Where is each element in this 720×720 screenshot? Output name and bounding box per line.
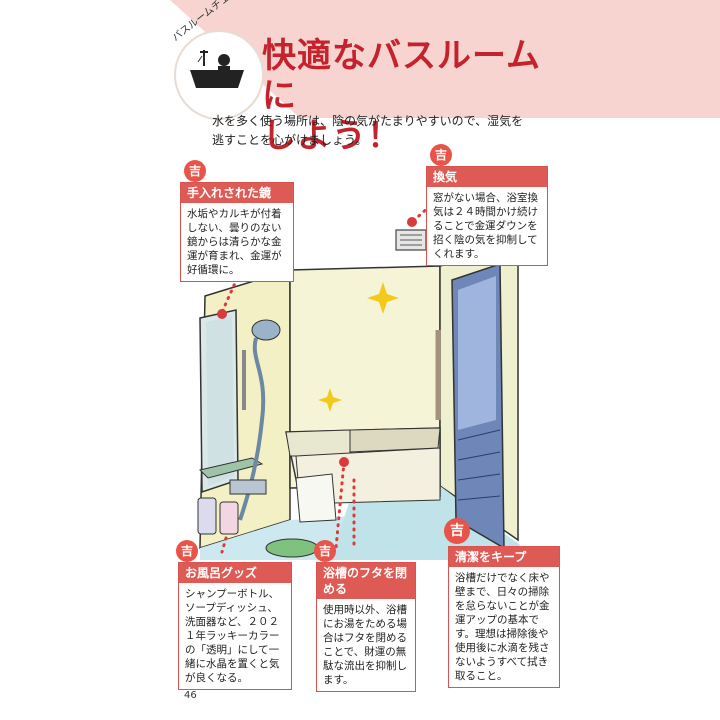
kichi-badge: 吉	[430, 144, 452, 166]
kichi-badge: 吉	[176, 540, 198, 562]
callout-body: シャンプーボトル、ソープディッシュ、洗面器など、２０２１年ラッキーカラーの「透明…	[185, 588, 280, 684]
callout-title: 手入れされた鏡	[181, 183, 293, 203]
bathtub-icon	[190, 50, 244, 88]
callout-ventilation: 換気 窓がない場合、浴室換気は２４時間かけ続けることで金運ダウンを招く陰の気を抑…	[426, 166, 548, 266]
callout-body: 窓がない場合、浴室換気は２４時間かけ続けることで金運ダウンを招く陰の気を抑制して…	[433, 192, 538, 260]
title-line-2: しよう！	[262, 116, 402, 156]
callout-keep-clean: 清潔をキープ 浴槽だけでなく床や壁まで、日々の掃除を怠らないことが金運アップの基…	[448, 546, 560, 688]
kichi-badge: 吉	[184, 160, 206, 182]
kichi-badge: 吉	[314, 540, 336, 562]
callout-title: 換気	[427, 167, 547, 187]
callout-title: 浴槽のフタを閉める	[317, 563, 415, 599]
callout-body: 使用時以外、浴槽にお湯をためる場合はフタを閉めることで、財運の無駄な流出を抑制し…	[323, 604, 407, 686]
title-line-1: 快適なバスルームに	[262, 36, 541, 116]
callout-mirror: 手入れされた鏡 水垢やカルキが付着しない、曇りのない鏡からは清らかな金運が育まれ…	[180, 182, 294, 282]
callout-bath-goods: お風呂グッズ シャンプーボトル、ソープディッシュ、洗面器など、２０２１年ラッキー…	[178, 562, 292, 690]
callout-title: 清潔をキープ	[449, 547, 559, 567]
page-title: 快適なバスルームに しよう！	[262, 36, 562, 156]
kichi-badge: 吉	[444, 518, 470, 544]
callout-body: 水垢やカルキが付着しない、曇りのない鏡からは清らかな金運が育まれ、金運が好循環に…	[187, 208, 282, 276]
page-number: 46	[184, 690, 197, 701]
callout-title: お風呂グッズ	[179, 563, 291, 583]
callout-body: 浴槽だけでなく床や壁まで、日々の掃除を怠らないことが金運アップの基本です。理想は…	[455, 572, 550, 682]
callout-tub-lid: 浴槽のフタを閉める 使用時以外、浴槽にお湯をためる場合はフタを閉めることで、財運…	[316, 562, 416, 692]
intro-text: 水を多く使う場所は、陰の気がたまりやすいので、湿気を逃すことを心がけましょう。	[212, 114, 524, 147]
